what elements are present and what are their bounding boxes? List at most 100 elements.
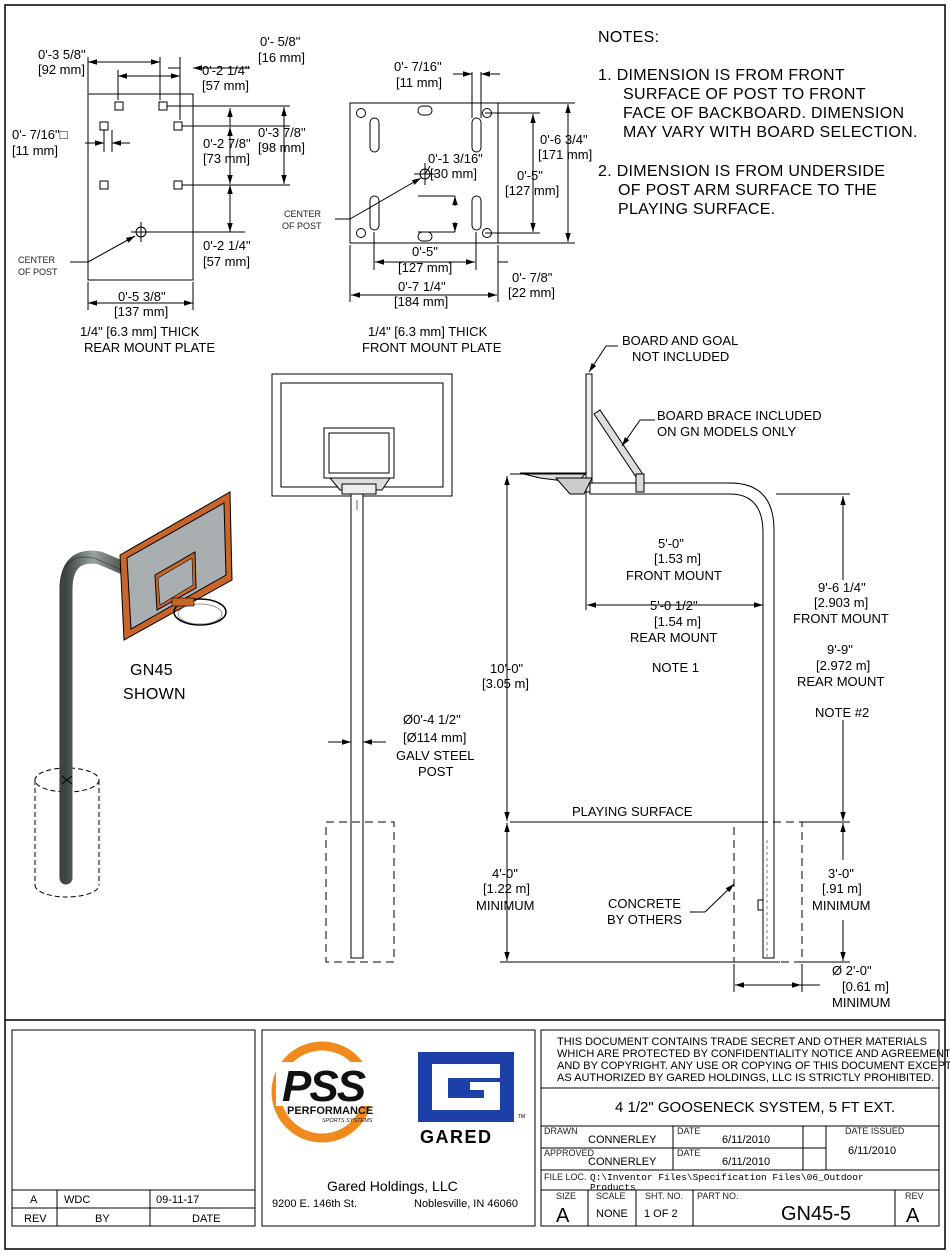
svg-text:[127 mm]: [127 mm] xyxy=(398,260,452,275)
svg-text:[57 mm]: [57 mm] xyxy=(202,78,249,93)
svg-text:9'-6 1/4": 9'-6 1/4" xyxy=(818,580,866,595)
svg-text:AS AUTHORIZED BY GARED HOLDING: AS AUTHORIZED BY GARED HOLDINGS, LLC IS … xyxy=(557,1072,934,1084)
front-plate-outline xyxy=(349,102,499,244)
svg-text:0'-2 1/4": 0'-2 1/4" xyxy=(202,63,250,78)
notes-title: NOTES: xyxy=(598,29,659,46)
svg-text:OF POST: OF POST xyxy=(282,221,322,231)
svg-text:0'-5": 0'-5" xyxy=(517,168,543,183)
svg-text:0'-3 5/8": 0'-3 5/8" xyxy=(38,47,86,62)
approved-by: CONNERLEY xyxy=(588,1156,657,1168)
date-issued: 6/11/2010 xyxy=(848,1145,896,1157)
note-2-line-3: PLAYING SURFACE. xyxy=(618,201,775,218)
svg-text:4'-0": 4'-0" xyxy=(492,866,518,881)
gared-brand: GARED xyxy=(420,1127,493,1147)
sheet-size: A xyxy=(556,1205,570,1227)
side-gooseneck-arm xyxy=(589,482,775,959)
side-elevation-view xyxy=(519,345,850,992)
rear-plate-hole xyxy=(99,180,109,190)
svg-text:[127 mm]: [127 mm] xyxy=(505,183,559,198)
svg-text:[0.61 m]: [0.61 m] xyxy=(842,979,889,994)
svg-text:Products: Products xyxy=(590,1182,636,1193)
svg-text:SIZE: SIZE xyxy=(556,1191,576,1201)
svg-text:[2.972 m]: [2.972 m] xyxy=(816,658,870,673)
note-2-line-1: 2. DIMENSION IS FROM UNDERSIDE xyxy=(598,163,885,180)
svg-text:[98 mm]: [98 mm] xyxy=(258,140,305,155)
svg-text:BY: BY xyxy=(95,1213,110,1225)
svg-text:ON GN MODELS ONLY: ON GN MODELS ONLY xyxy=(657,424,797,439)
rear-plate-hole xyxy=(114,101,124,111)
svg-text:MINIMUM: MINIMUM xyxy=(832,995,891,1010)
svg-text:Ø0'-4 1/2": Ø0'-4 1/2" xyxy=(403,712,461,727)
svg-text:CONCRETE: CONCRETE xyxy=(608,896,681,911)
iso-gooseneck-post xyxy=(59,550,135,885)
svg-text:NOTE 1: NOTE 1 xyxy=(652,660,699,675)
svg-text:5'-0": 5'-0" xyxy=(658,536,684,551)
revision-block xyxy=(11,1029,256,1227)
svg-text:0'-3 7/8": 0'-3 7/8" xyxy=(258,125,306,140)
side-elevation-labels: BOARD AND GOAL NOT INCLUDED BOARD BRACE … xyxy=(607,333,891,1010)
svg-text:[184 mm]: [184 mm] xyxy=(394,294,448,309)
notes: NOTES: 1. DIMENSION IS FROM FRONT SURFAC… xyxy=(598,29,917,218)
svg-text:0'-5": 0'-5" xyxy=(412,244,438,259)
drawn-date: 6/11/2010 xyxy=(722,1134,770,1146)
drawing-title: 4 1/2" GOOSENECK SYSTEM, 5 FT EXT. xyxy=(615,1099,895,1116)
svg-text:PART NO.: PART NO. xyxy=(697,1191,739,1201)
svg-text:[57 mm]: [57 mm] xyxy=(203,254,250,269)
iso-label-line-2: SHOWN xyxy=(123,686,186,703)
svg-text:SHT. NO.: SHT. NO. xyxy=(645,1191,683,1201)
svg-text:DATE: DATE xyxy=(677,1148,700,1158)
svg-text:DATE ISSUED: DATE ISSUED xyxy=(845,1126,905,1136)
pss-brand: PSS xyxy=(282,1062,366,1111)
front-backboard-target xyxy=(323,427,395,479)
svg-text:[73 mm]: [73 mm] xyxy=(203,151,250,166)
svg-text:1/4" [6.3 mm] THICK: 1/4" [6.3 mm] THICK xyxy=(368,324,488,339)
svg-text:DATE: DATE xyxy=(192,1213,221,1225)
rear-mount-plate xyxy=(70,57,290,310)
svg-text:BOARD BRACE INCLUDED: BOARD BRACE INCLUDED xyxy=(657,408,822,423)
svg-text:0'-5 3/8": 0'-5 3/8" xyxy=(118,289,166,304)
svg-text:[3.05 m]: [3.05 m] xyxy=(482,676,529,691)
svg-text:REAR MOUNT: REAR MOUNT xyxy=(797,674,884,689)
svg-text:WHICH ARE PROTECTED BY CONFIDE: WHICH ARE PROTECTED BY CONFIDENTIALITY N… xyxy=(557,1048,950,1060)
rear-plate-hole xyxy=(173,180,183,190)
svg-text:REAR MOUNT: REAR MOUNT xyxy=(630,630,717,645)
rev-date: 09-11-17 xyxy=(156,1194,199,1206)
svg-text:[1.53 m]: [1.53 m] xyxy=(654,551,701,566)
revision-text: A WDC 09-11-17 REV BY DATE xyxy=(24,1194,221,1225)
svg-text:[22 mm]: [22 mm] xyxy=(508,285,555,300)
svg-text:NOTE #2: NOTE #2 xyxy=(815,705,869,720)
rear-plate-hole xyxy=(99,121,109,131)
svg-text:CENTER: CENTER xyxy=(284,209,322,219)
note-2-line-2: OF POST ARM SURFACE TO THE xyxy=(618,182,877,199)
svg-text:[Ø114 mm]: [Ø114 mm] xyxy=(403,730,466,745)
front-mount-plate xyxy=(335,71,575,302)
svg-text:[30 mm]: [30 mm] xyxy=(430,166,477,181)
svg-text:DRAWN: DRAWN xyxy=(544,1126,578,1136)
svg-text:NOT INCLUDED: NOT INCLUDED xyxy=(632,349,729,364)
svg-text:0'-6 3/4": 0'-6 3/4" xyxy=(540,132,588,147)
front-plate-labels: 0'- 7/16" [11 mm] 0'-1 3/16" [30 mm] 0'-… xyxy=(282,59,592,355)
svg-text:MINIMUM: MINIMUM xyxy=(476,898,535,913)
svg-text:DATE: DATE xyxy=(677,1126,700,1136)
svg-text:[11 mm]: [11 mm] xyxy=(12,143,58,158)
svg-text:0'- 7/16"□: 0'- 7/16"□ xyxy=(12,127,68,142)
approved-date: 6/11/2010 xyxy=(722,1156,770,1168)
file-location: Q:\Inventor Files\Specification Files\06… xyxy=(590,1172,864,1183)
svg-text:FRONT MOUNT: FRONT MOUNT xyxy=(626,568,722,583)
svg-text:FRONT MOUNT: FRONT MOUNT xyxy=(793,611,889,626)
rev-by: WDC xyxy=(64,1194,90,1206)
svg-text:9'-9": 9'-9" xyxy=(827,642,853,657)
front-elevation-view xyxy=(271,373,780,963)
sheet-border xyxy=(4,4,946,1250)
svg-text:THIS DOCUMENT CONTAINS TRADE S: THIS DOCUMENT CONTAINS TRADE SECRET AND … xyxy=(557,1036,927,1048)
note-1-line-3: FACE OF BACKBOARD. DIMENSION xyxy=(623,105,904,122)
playing-surface-label: PLAYING SURFACE xyxy=(572,804,693,819)
rear-plate-hole xyxy=(158,101,168,111)
svg-text:POST: POST xyxy=(418,764,453,779)
company-name: Gared Holdings, LLC xyxy=(327,1178,458,1194)
rear-plate-outline xyxy=(87,93,194,281)
svg-text:[137 mm]: [137 mm] xyxy=(114,304,168,319)
svg-text:AND BY COPYRIGHT. ANY USE OR: AND BY COPYRIGHT. ANY USE OR COPYING OF … xyxy=(557,1060,950,1072)
svg-text:10'-0": 10'-0" xyxy=(490,661,524,676)
